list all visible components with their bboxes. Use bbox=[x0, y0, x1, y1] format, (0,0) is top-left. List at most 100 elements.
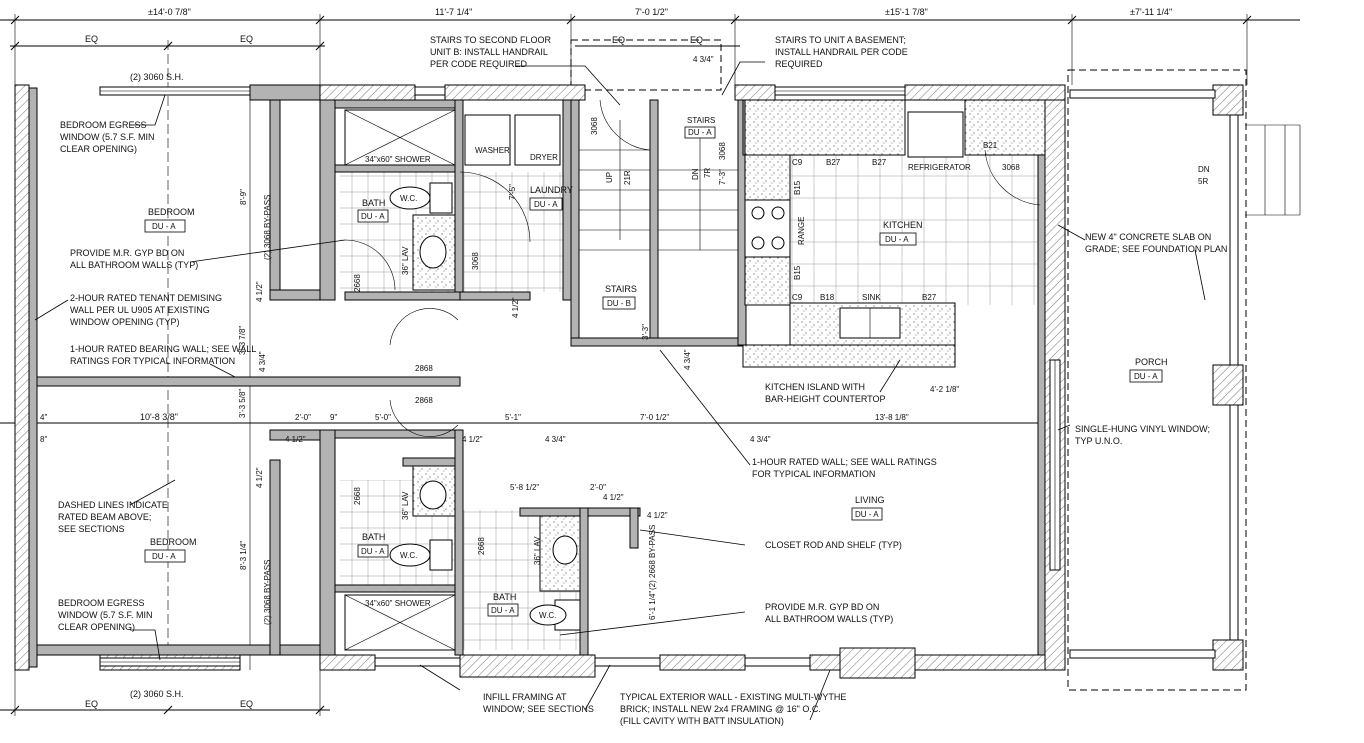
stair-risers: 7R bbox=[703, 168, 712, 178]
note-closet-rod: CLOSET ROD AND SHELF (TYP) bbox=[765, 540, 902, 550]
svg-text:KITCHEN ISLAND WITH: KITCHEN ISLAND WITH bbox=[765, 382, 865, 392]
dim-label: 4 3/4" bbox=[683, 349, 692, 370]
dim-label: 4 1/2" bbox=[285, 435, 306, 444]
svg-text:CLEAR OPENING): CLEAR OPENING) bbox=[60, 144, 137, 154]
svg-text:REQUIRED: REQUIRED bbox=[775, 59, 823, 69]
dimension-lines bbox=[0, 14, 1300, 716]
svg-text:BEDROOM: BEDROOM bbox=[150, 537, 197, 547]
dim-label: EQ bbox=[85, 34, 98, 44]
note-exterior-wall: TYPICAL EXTERIOR WALL - EXISTING MULTI-W… bbox=[620, 692, 846, 726]
fixtures bbox=[344, 99, 1301, 651]
cabinet-label: B27 bbox=[872, 158, 887, 167]
door-label: 3068 bbox=[718, 142, 727, 160]
dim-label: 6'-1 1/4" bbox=[648, 591, 657, 620]
range-label: RANGE bbox=[797, 217, 806, 245]
dim-label: 4 3/4" bbox=[545, 435, 566, 444]
dim-label: 4 1/2" bbox=[255, 281, 264, 302]
svg-text:DU - B: DU - B bbox=[607, 299, 631, 308]
svg-text:BAR-HEIGHT COUNTERTOP: BAR-HEIGHT COUNTERTOP bbox=[765, 394, 886, 404]
note-leaders bbox=[34, 61, 1206, 721]
svg-text:STAIRS: STAIRS bbox=[687, 116, 715, 125]
door-labels: 3068 3068 3068 3068 2868 2868 2668 2668 … bbox=[263, 117, 1020, 625]
interior-walls bbox=[36, 99, 784, 656]
door-label: 3068 bbox=[590, 117, 599, 135]
svg-text:DU - A: DU - A bbox=[361, 547, 385, 556]
dim-label: 3'-3" bbox=[641, 324, 650, 340]
dim-label: 10'-8 3/8" bbox=[140, 412, 178, 422]
dim-label: 7'-0 1/2" bbox=[640, 413, 669, 422]
dim-label: 9" bbox=[330, 413, 337, 422]
dim-label: 4 1/2" bbox=[511, 297, 520, 318]
svg-text:DU - A: DU - A bbox=[688, 128, 712, 137]
bypass-door-label: (2) 3068 BY-PASS bbox=[263, 195, 272, 260]
svg-text:BATH: BATH bbox=[493, 592, 516, 602]
dim-label: 3'-3 5/8" bbox=[238, 389, 247, 418]
wc-label: W.C. bbox=[400, 194, 417, 203]
svg-text:PORCH: PORCH bbox=[1135, 357, 1168, 367]
svg-text:TYPICAL EXTERIOR WALL - EXISTI: TYPICAL EXTERIOR WALL - EXISTING MULTI-W… bbox=[620, 692, 846, 702]
svg-text:STAIRS: STAIRS bbox=[605, 284, 637, 294]
svg-text:DU - A: DU - A bbox=[361, 212, 385, 221]
door-label: 2868 bbox=[415, 396, 433, 405]
stair-direction: DN bbox=[1198, 165, 1210, 174]
dim-label: 4 3/4" bbox=[258, 351, 267, 372]
shower-label: 34"x60" SHOWER bbox=[365, 599, 431, 608]
note-kitchen-island: KITCHEN ISLAND WITH BAR-HEIGHT COUNTERTOP bbox=[765, 382, 886, 404]
svg-text:BEDROOM EGRESS: BEDROOM EGRESS bbox=[58, 598, 145, 608]
svg-text:WINDOW; SEE SECTIONS: WINDOW; SEE SECTIONS bbox=[483, 704, 594, 714]
window-label: (2) 3060 S.H. bbox=[130, 72, 184, 82]
dim-label: 2'-0" bbox=[590, 483, 606, 492]
door-label: 3068 bbox=[1002, 163, 1020, 172]
dim-label: ±15'-1 7/8" bbox=[885, 7, 928, 17]
svg-text:LAUNDRY: LAUNDRY bbox=[530, 185, 573, 195]
wc-label: W.C. bbox=[539, 611, 556, 620]
refrigerator-label: REFRIGERATOR bbox=[908, 163, 971, 172]
door-label: 2668 bbox=[353, 274, 362, 292]
cabinet-label: B15 bbox=[793, 265, 802, 280]
stair-risers: 21R bbox=[623, 170, 632, 185]
dim-label: 7'-3" bbox=[718, 169, 727, 185]
stair-direction: DN bbox=[691, 168, 700, 180]
dim-label: 4 1/2" bbox=[603, 493, 624, 502]
dim-label: 4 1/2" bbox=[647, 511, 668, 520]
svg-text:CLEAR OPENING): CLEAR OPENING) bbox=[58, 622, 135, 632]
laundry-tile-floor bbox=[460, 172, 570, 292]
svg-text:DU - A: DU - A bbox=[1134, 372, 1158, 381]
dim-label: 4 3/4" bbox=[750, 435, 771, 444]
cabinet-label: B18 bbox=[820, 293, 835, 302]
lav-label: 36" LAV bbox=[533, 536, 542, 565]
kitchen-tile-floor bbox=[790, 155, 1045, 305]
svg-text:CLOSET ROD AND SHELF (TYP): CLOSET ROD AND SHELF (TYP) bbox=[765, 540, 902, 550]
lav-label: 36" LAV bbox=[401, 491, 410, 520]
svg-text:WINDOW (5.7 S.F. MIN: WINDOW (5.7 S.F. MIN bbox=[60, 132, 155, 142]
svg-text:STAIRS TO SECOND FLOOR: STAIRS TO SECOND FLOOR bbox=[430, 35, 552, 45]
door-label: 2668 bbox=[353, 487, 362, 505]
door-label: 2868 bbox=[415, 364, 433, 373]
windows bbox=[99, 86, 1239, 667]
svg-text:PROVIDE M.R. GYP BD ON: PROVIDE M.R. GYP BD ON bbox=[765, 602, 879, 612]
svg-text:DU - A: DU - A bbox=[491, 606, 515, 615]
bypass-door-label: (2) 2668 BY-PASS bbox=[648, 525, 657, 590]
svg-text:NEW 4" CONCRETE SLAB ON: NEW 4" CONCRETE SLAB ON bbox=[1085, 232, 1211, 242]
room-labels: BEDROOM DU - A BEDROOM DU - A BATH DU - A L… bbox=[144, 116, 1168, 617]
dim-label: 5'-8 1/2" bbox=[510, 483, 539, 492]
room-bath-bottom-2: BATH DU - A bbox=[487, 592, 519, 617]
dim-label: 3'-3 7/8" bbox=[238, 326, 247, 355]
svg-text:ALL BATHROOM WALLS (TYP): ALL BATHROOM WALLS (TYP) bbox=[70, 260, 198, 270]
fixture-labels: 34"x60" SHOWER 34"x60" SHOWER W.C. W.C. … bbox=[365, 141, 1210, 620]
svg-text:BEDROOM: BEDROOM bbox=[148, 207, 195, 217]
svg-text:BEDROOM EGRESS: BEDROOM EGRESS bbox=[60, 120, 147, 130]
dim-label: EQ bbox=[612, 35, 625, 45]
note-stairs-basement: STAIRS TO UNIT A BASEMENT;INSTALL HANDRA… bbox=[775, 35, 908, 69]
